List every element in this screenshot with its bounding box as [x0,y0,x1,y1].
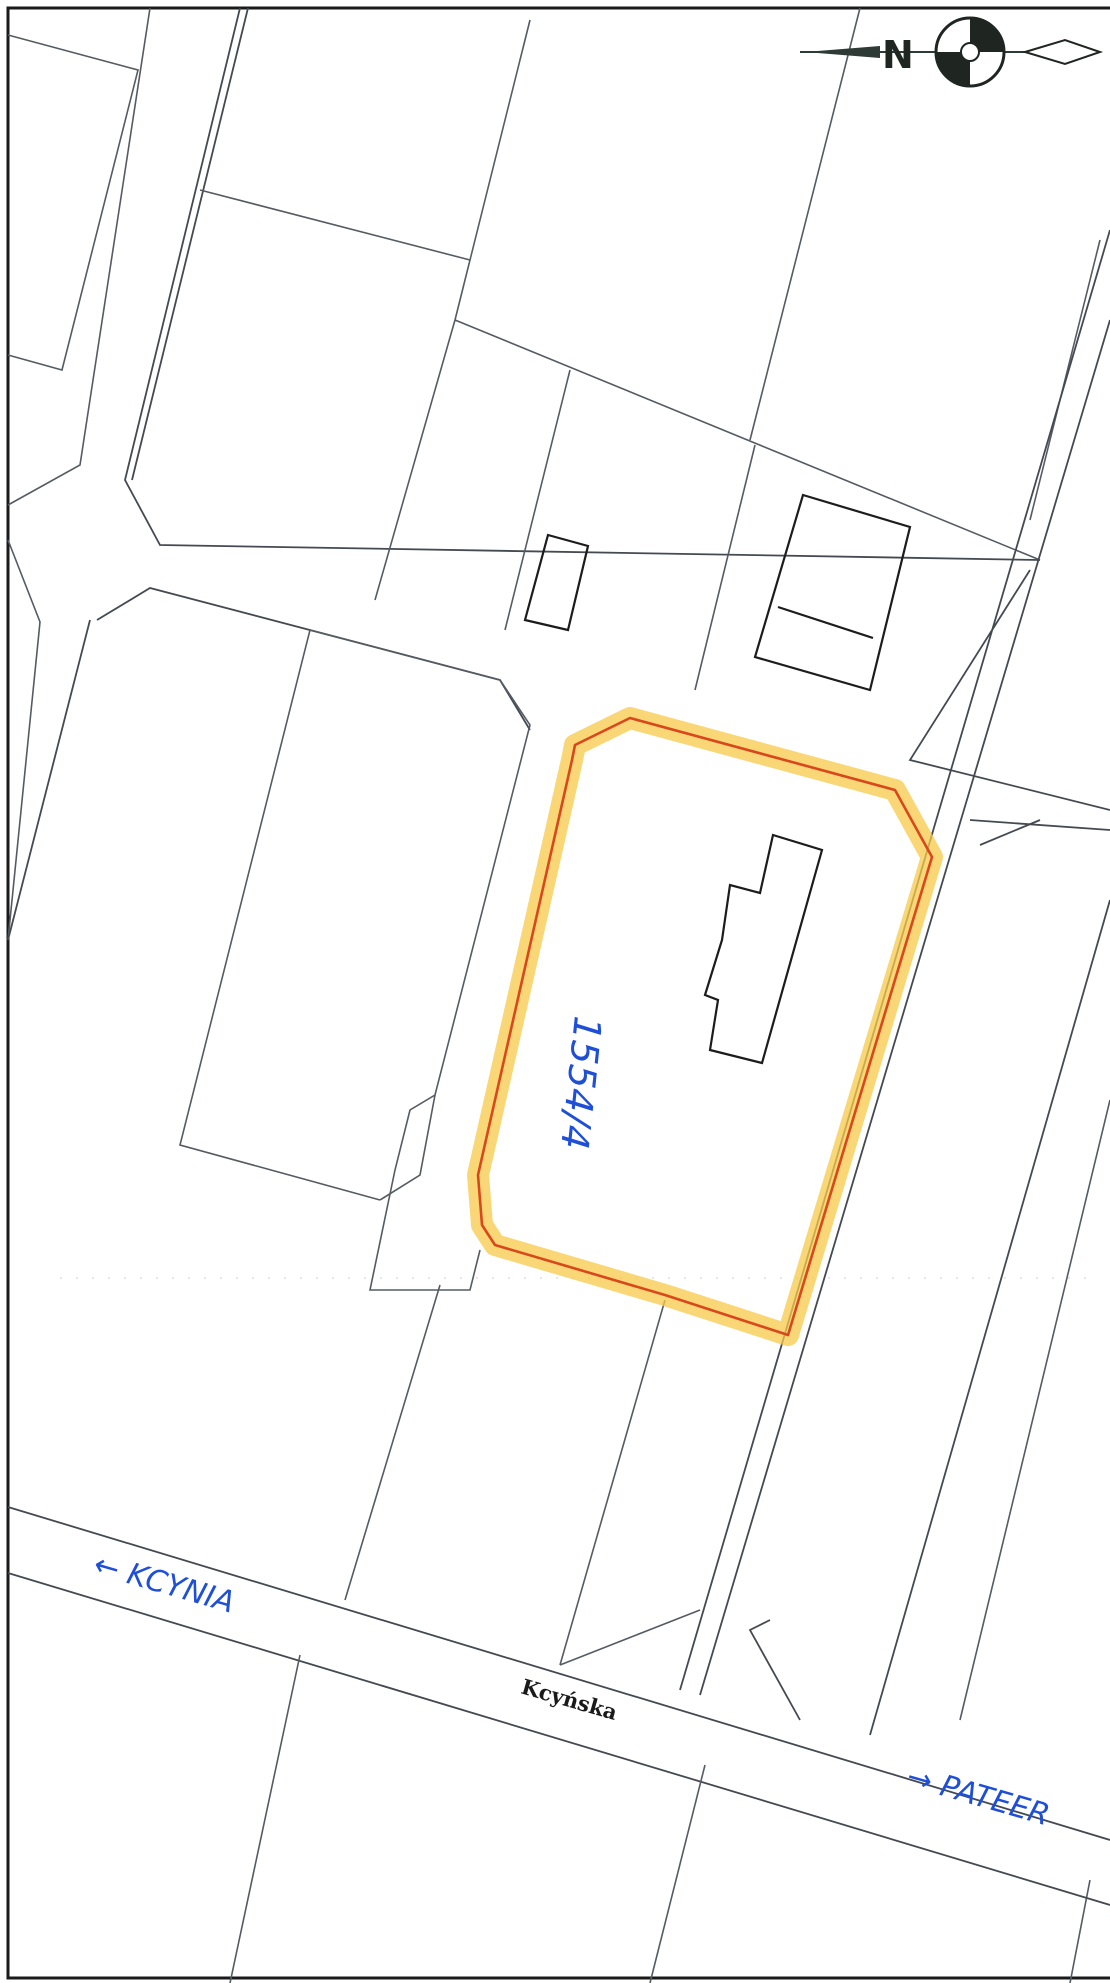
parcel-line-f [504,369,571,631]
left-road-edge-lower [7,539,41,941]
north-letter: N [882,33,914,77]
left-parcels [7,7,151,941]
street-kcynska [7,1506,1110,1983]
road-right-corner [748,1619,801,1721]
north-arrow-icon: N [800,16,1104,88]
road-left-upper-edge [124,7,1041,561]
road-right-branch-tick [979,819,1041,846]
street-name-label: Kcyńska [519,1674,621,1725]
parcel-right-lower [959,1099,1110,1721]
parcel-middle-inner [179,629,381,1201]
road-crossing-upper [96,587,531,731]
road-right-branch-upper [908,569,1110,811]
road-right-far [869,899,1110,1736]
middle-parcels [179,629,701,1666]
parcel-line-b [454,319,1041,561]
parcel-line-d [454,19,531,321]
parcel-middle-down-1 [344,1284,441,1601]
map-frame [6,6,1110,1980]
parcel-highlight-outline [476,716,934,1337]
parcel-line-c [374,319,456,601]
north-arrow-head [1021,38,1104,66]
house-divider-line [777,605,874,640]
parcel-middle-down-2 [559,1299,666,1666]
left-top-building-outline [7,34,139,371]
road-right-line-2 [699,319,1110,1696]
parcel-line-g [694,444,756,691]
parcel-middle-left [309,629,531,1291]
road-left-double-line [131,7,249,481]
parcel-line-a [199,189,471,261]
street-upper-edge [7,1506,1110,1841]
main-building-on-parcel [703,833,824,1065]
street-lower-edge [7,1572,1110,1906]
parcel-bottom-1 [229,1654,301,1983]
buildings [523,493,912,1065]
parcel-number-label: 1554/4 [552,1014,610,1152]
right-diagonal-road [679,229,1110,1983]
road-left-lower-edge [7,619,91,941]
highlighted-parcel [467,707,943,1346]
parcel-line-e [749,7,861,441]
parcel-bottom-2 [649,1764,706,1983]
direction-right-label: → PATEER [903,1759,1054,1833]
parcel-middle-corner [379,1094,436,1201]
parcel-middle-tick [559,1609,701,1666]
upper-parcels [199,7,1101,691]
left-diagonal-road [7,7,1041,941]
left-road-edge-upper [7,7,151,506]
road-right-branch-mid [969,819,1110,831]
parcel-highlight-glow [467,707,943,1346]
direction-left-label: ← KCYNIA [90,1547,239,1621]
house-building [753,493,912,692]
small-building [523,533,590,632]
